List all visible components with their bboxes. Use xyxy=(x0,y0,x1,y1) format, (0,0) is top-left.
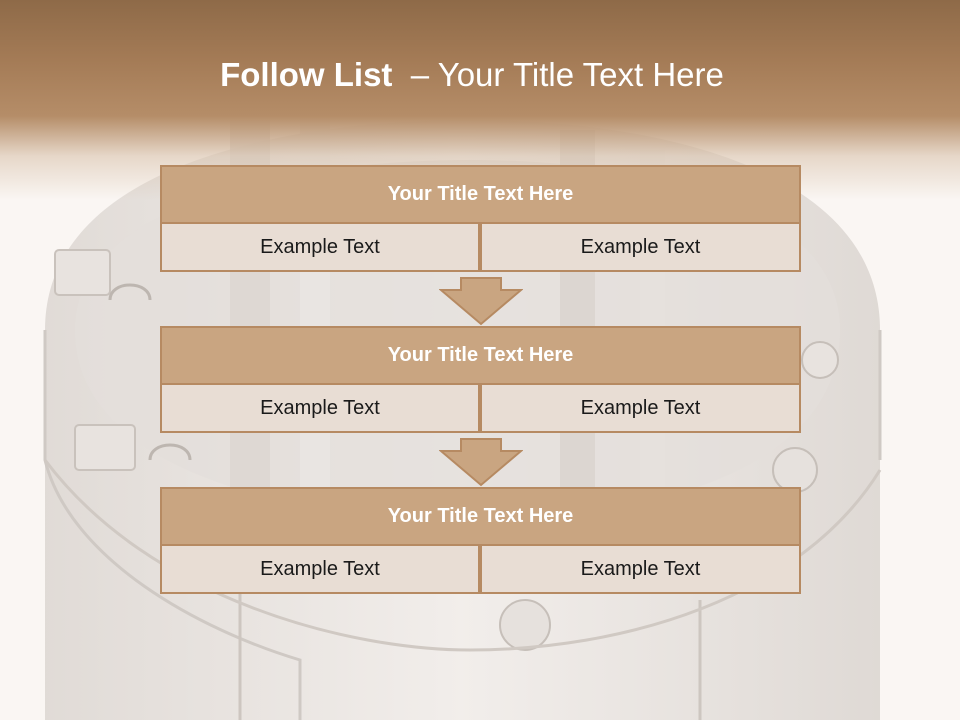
slide-title: Follow List – Your Title Text Here xyxy=(0,56,944,94)
step-title-2: Your Title Text Here xyxy=(160,326,801,385)
step-title-3: Your Title Text Here xyxy=(160,487,801,546)
step-block-1: Your Title Text Here Example Text Exampl… xyxy=(160,165,801,272)
step-right-text-1: Example Text xyxy=(480,222,801,272)
step-left-text-1: Example Text xyxy=(160,222,480,272)
down-arrow-1 xyxy=(439,277,523,326)
step-title-1: Your Title Text Here xyxy=(160,165,801,224)
title-rest: – Your Title Text Here xyxy=(410,56,724,93)
down-arrow-2 xyxy=(439,438,523,487)
step-right-text-3: Example Text xyxy=(480,544,801,594)
title-bold: Follow List xyxy=(220,56,393,93)
step-block-2: Your Title Text Here Example Text Exampl… xyxy=(160,326,801,433)
step-left-text-3: Example Text xyxy=(160,544,480,594)
step-left-text-2: Example Text xyxy=(160,383,480,433)
step-block-3: Your Title Text Here Example Text Exampl… xyxy=(160,487,801,594)
step-right-text-2: Example Text xyxy=(480,383,801,433)
